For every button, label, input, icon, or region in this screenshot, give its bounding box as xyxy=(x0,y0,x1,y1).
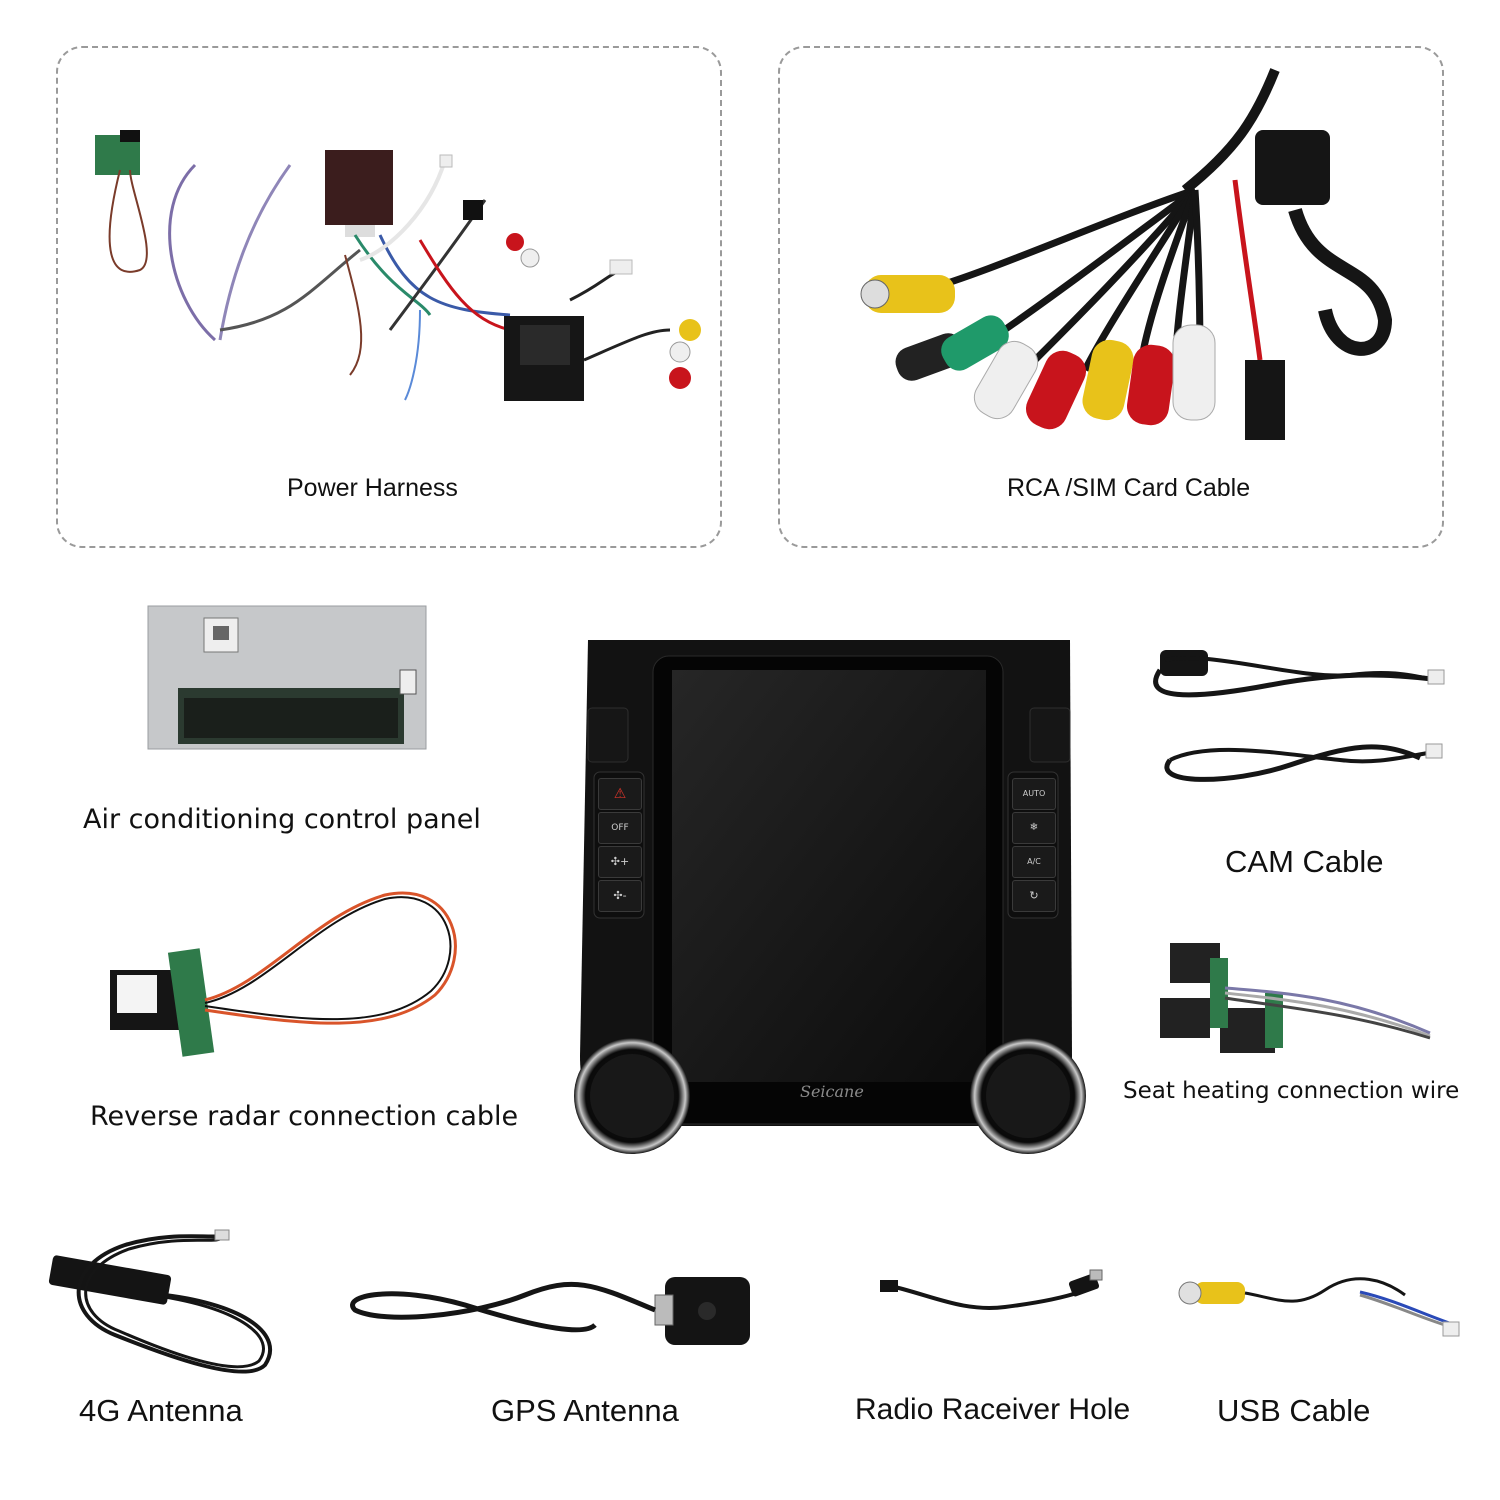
air-panel-label: Air conditioning control panel xyxy=(83,804,481,835)
seat-heating-label: Seat heating connection wire xyxy=(1123,1078,1460,1104)
power-harness-box xyxy=(56,46,722,548)
rca-sim-cable-image xyxy=(860,68,1393,440)
reverse-radar-cable-image xyxy=(110,891,457,1057)
fan-up-button[interactable]: ✣+ xyxy=(598,846,642,878)
air-conditioning-panel-image xyxy=(147,605,427,750)
radio-receiver-image xyxy=(880,1269,1103,1310)
hazard-button[interactable]: ⚠ xyxy=(598,778,642,810)
recirculate-button[interactable]: ↻ xyxy=(1012,880,1056,912)
gps-label: GPS Antenna xyxy=(491,1393,679,1428)
gps-antenna-image xyxy=(350,1277,750,1345)
rca-sim-label: RCA /SIM Card Cable xyxy=(1007,474,1251,502)
auto-button[interactable]: AUTO xyxy=(1012,778,1056,810)
reverse-radar-label: Reverse radar connection cable xyxy=(90,1101,519,1132)
antenna-4g-label: 4G Antenna xyxy=(79,1393,243,1428)
off-button[interactable]: OFF xyxy=(598,812,642,844)
radio-label: Radio Raceiver Hole xyxy=(855,1393,1131,1426)
power-harness-label: Power Harness xyxy=(287,474,458,502)
ac-button[interactable]: A/C xyxy=(1012,846,1056,878)
cam-cable-label: CAM Cable xyxy=(1225,844,1384,879)
power-harness-image xyxy=(95,130,701,401)
usb-cable-image xyxy=(1178,1277,1460,1337)
seat-heating-wire-image xyxy=(1160,943,1431,1053)
antenna-4g-image xyxy=(48,1229,273,1374)
head-unit: Seicane ⚠ OFF ✣+ ✣- AUTO ❄ A/C ↻ xyxy=(560,636,1090,1156)
rca-sim-box xyxy=(778,46,1444,548)
defrost-button[interactable]: ❄ xyxy=(1012,812,1056,844)
fan-down-button[interactable]: ✣- xyxy=(598,880,642,912)
cam-cable-image xyxy=(1153,650,1445,782)
usb-label: USB Cable xyxy=(1217,1393,1371,1428)
brand-logo: Seicane xyxy=(800,1082,864,1101)
